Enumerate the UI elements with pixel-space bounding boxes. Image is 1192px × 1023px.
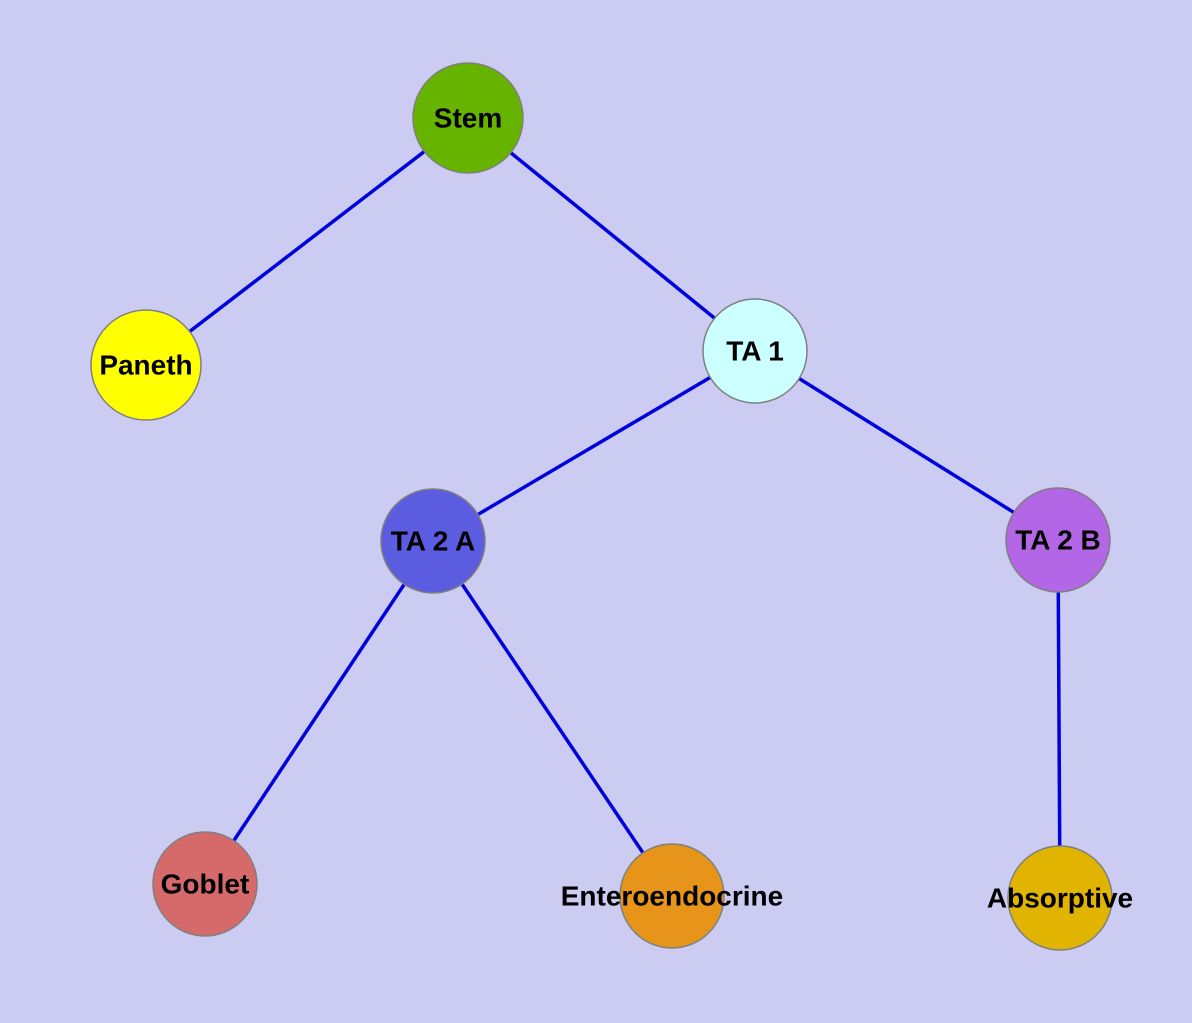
node-group-absorptive: Absorptive — [987, 845, 1133, 951]
node-group-enteroendocrine: Enteroendocrine — [561, 843, 783, 949]
node-group-ta1: TA 1 — [702, 298, 808, 404]
node-absorptive[interactable] — [1007, 845, 1113, 951]
node-group-goblet: Goblet — [152, 831, 258, 937]
node-group-ta2b: TA 2 B — [1005, 487, 1111, 593]
node-goblet[interactable] — [152, 831, 258, 937]
edge-ta1-ta2b — [754, 349, 1059, 542]
edge-ta2a-enteroendocrine — [431, 540, 674, 897]
edge-stem-ta1 — [466, 116, 757, 353]
node-paneth[interactable] — [90, 309, 202, 421]
node-group-stem: Stem — [412, 62, 524, 174]
edge-ta2b-absorptive — [1056, 539, 1062, 899]
node-ta2a[interactable] — [380, 488, 486, 594]
node-enteroendocrine[interactable] — [619, 843, 725, 949]
node-ta1[interactable] — [702, 298, 808, 404]
edge-ta2a-goblet — [203, 540, 435, 885]
edge-stem-paneth — [144, 116, 470, 367]
node-ta2b[interactable] — [1005, 487, 1111, 593]
node-stem[interactable] — [412, 62, 524, 174]
node-group-ta2a: TA 2 A — [380, 488, 486, 594]
node-group-paneth: Paneth — [90, 309, 202, 421]
edge-ta1-ta2a — [432, 349, 756, 543]
